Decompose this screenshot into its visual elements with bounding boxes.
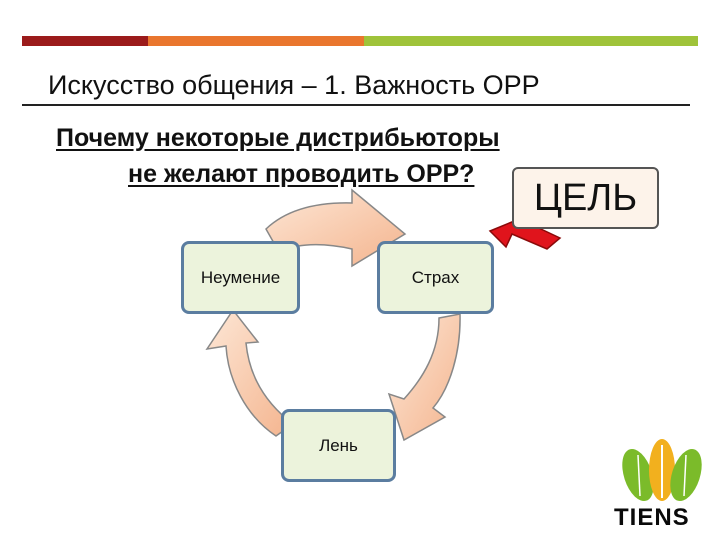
tiens-brand-name: TIENS xyxy=(614,504,690,531)
title-divider xyxy=(22,104,690,106)
tiens-logo-icon xyxy=(622,439,702,502)
cycle-node-strakh: Страх xyxy=(377,241,494,314)
question-line-2: не желают проводить ОРР? xyxy=(128,160,475,188)
question-line-1: Почему некоторые дистрибьюторы xyxy=(56,124,500,152)
goal-callout: ЦЕЛЬ xyxy=(512,167,659,229)
slide-title: Искусство общения – 1. Важность ОРР xyxy=(48,70,540,100)
cycle-node-len: Лень xyxy=(281,409,396,482)
cycle-node-neumenie: Неумение xyxy=(181,241,300,314)
header-bar-red xyxy=(22,36,148,46)
header-bar-orange xyxy=(148,36,364,46)
arrow-st-to-le xyxy=(387,313,461,442)
header-bar-green xyxy=(364,36,698,46)
